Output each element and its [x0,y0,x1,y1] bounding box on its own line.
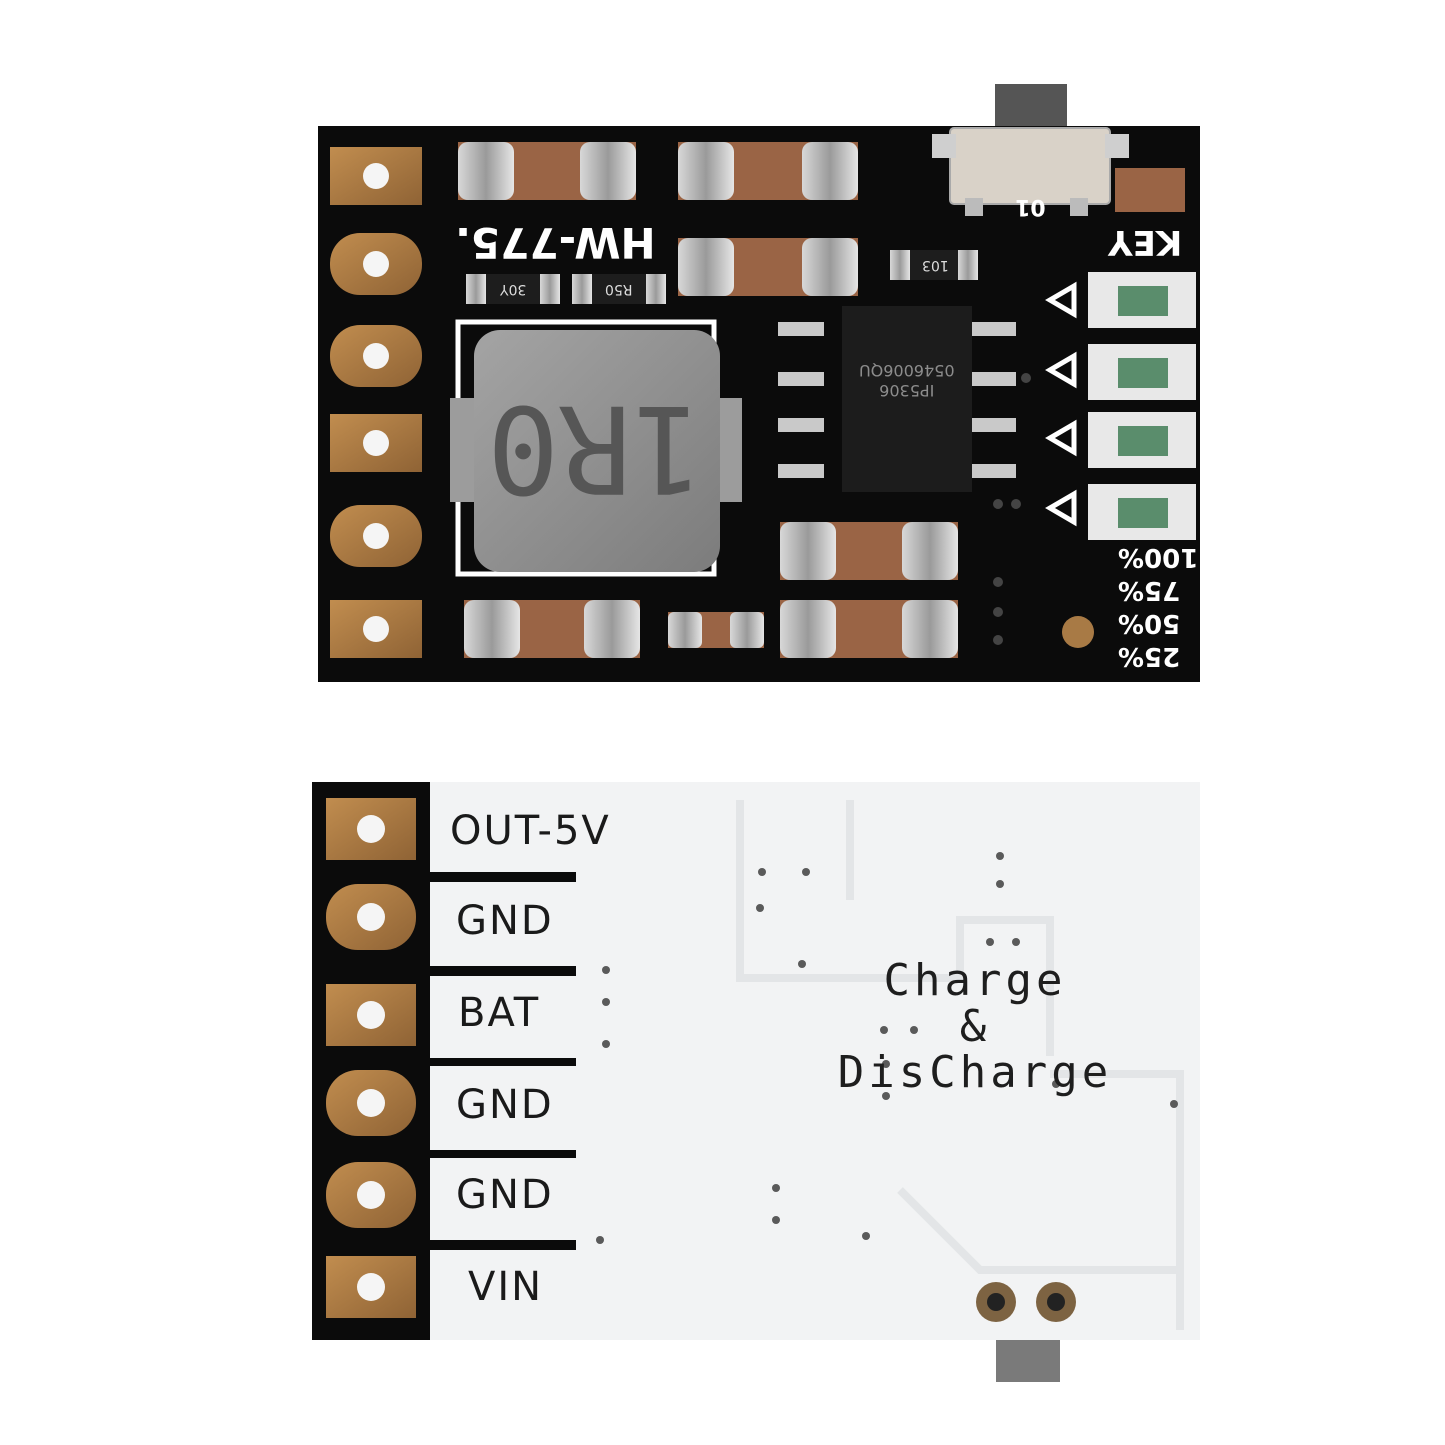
pin-label-bat: BAT [458,990,541,1036]
ic-chip [842,306,972,492]
bottom-edge-pads [326,798,416,1318]
status-leds [1088,272,1196,540]
led-arrows [1045,281,1077,527]
switch-actuator-bottom [996,1332,1060,1382]
pin-label-out-5v: OUT-5V [450,808,611,854]
top-edge-pads [330,147,422,658]
pcb-traces [736,800,1184,1330]
capacitors [458,142,958,658]
slide-switch [949,127,1111,205]
board-title: Charge & DisCharge [837,955,1113,1099]
pin-label-vin: VIN [468,1264,544,1310]
pin-label-gnd-1: GND [456,898,554,944]
top-vias [993,373,1031,645]
resistors [466,250,978,304]
pin-label-gnd-3: GND [456,1172,554,1218]
bottom-vias [596,852,1178,1244]
pin-label-gnd-2: GND [456,1082,554,1128]
inductor [474,330,720,572]
